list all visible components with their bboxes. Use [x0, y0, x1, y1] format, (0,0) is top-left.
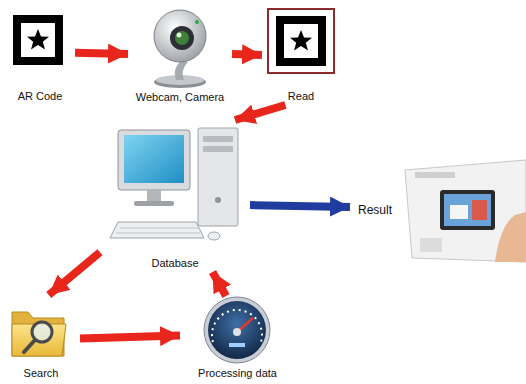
gauge-icon — [204, 297, 270, 363]
node-label: Webcam, Camera — [136, 90, 224, 104]
computer-node: Database — [100, 120, 250, 272]
camera-node: Webcam, Camera — [128, 2, 232, 106]
node-label: Database — [151, 256, 198, 270]
ar-marker — [13, 15, 63, 65]
node-label: Result — [358, 203, 392, 217]
search-folder-icon — [12, 312, 66, 356]
node-label: Search — [24, 366, 59, 380]
flow-arrow — [80, 336, 180, 339]
flow-arrow — [235, 105, 285, 120]
result-node: Result — [350, 158, 526, 262]
flow-arrow — [75, 53, 128, 54]
node-label: Read — [288, 89, 314, 103]
flow-arrow — [49, 252, 100, 295]
node-label: Processing data — [198, 366, 277, 380]
webcam-icon — [154, 10, 206, 88]
read-marker — [268, 9, 334, 73]
computer-icon — [110, 128, 238, 240]
flow-arrow — [232, 54, 262, 55]
marker-node: Read — [262, 5, 340, 105]
marker-node: AR Code — [5, 10, 75, 105]
flow-arrow — [213, 272, 227, 296]
gauge-node: Processing data — [180, 296, 295, 382]
result-photo — [405, 160, 526, 262]
folder-node: Search — [2, 295, 80, 382]
flow-arrow — [250, 205, 350, 207]
node-label: AR Code — [18, 89, 63, 103]
